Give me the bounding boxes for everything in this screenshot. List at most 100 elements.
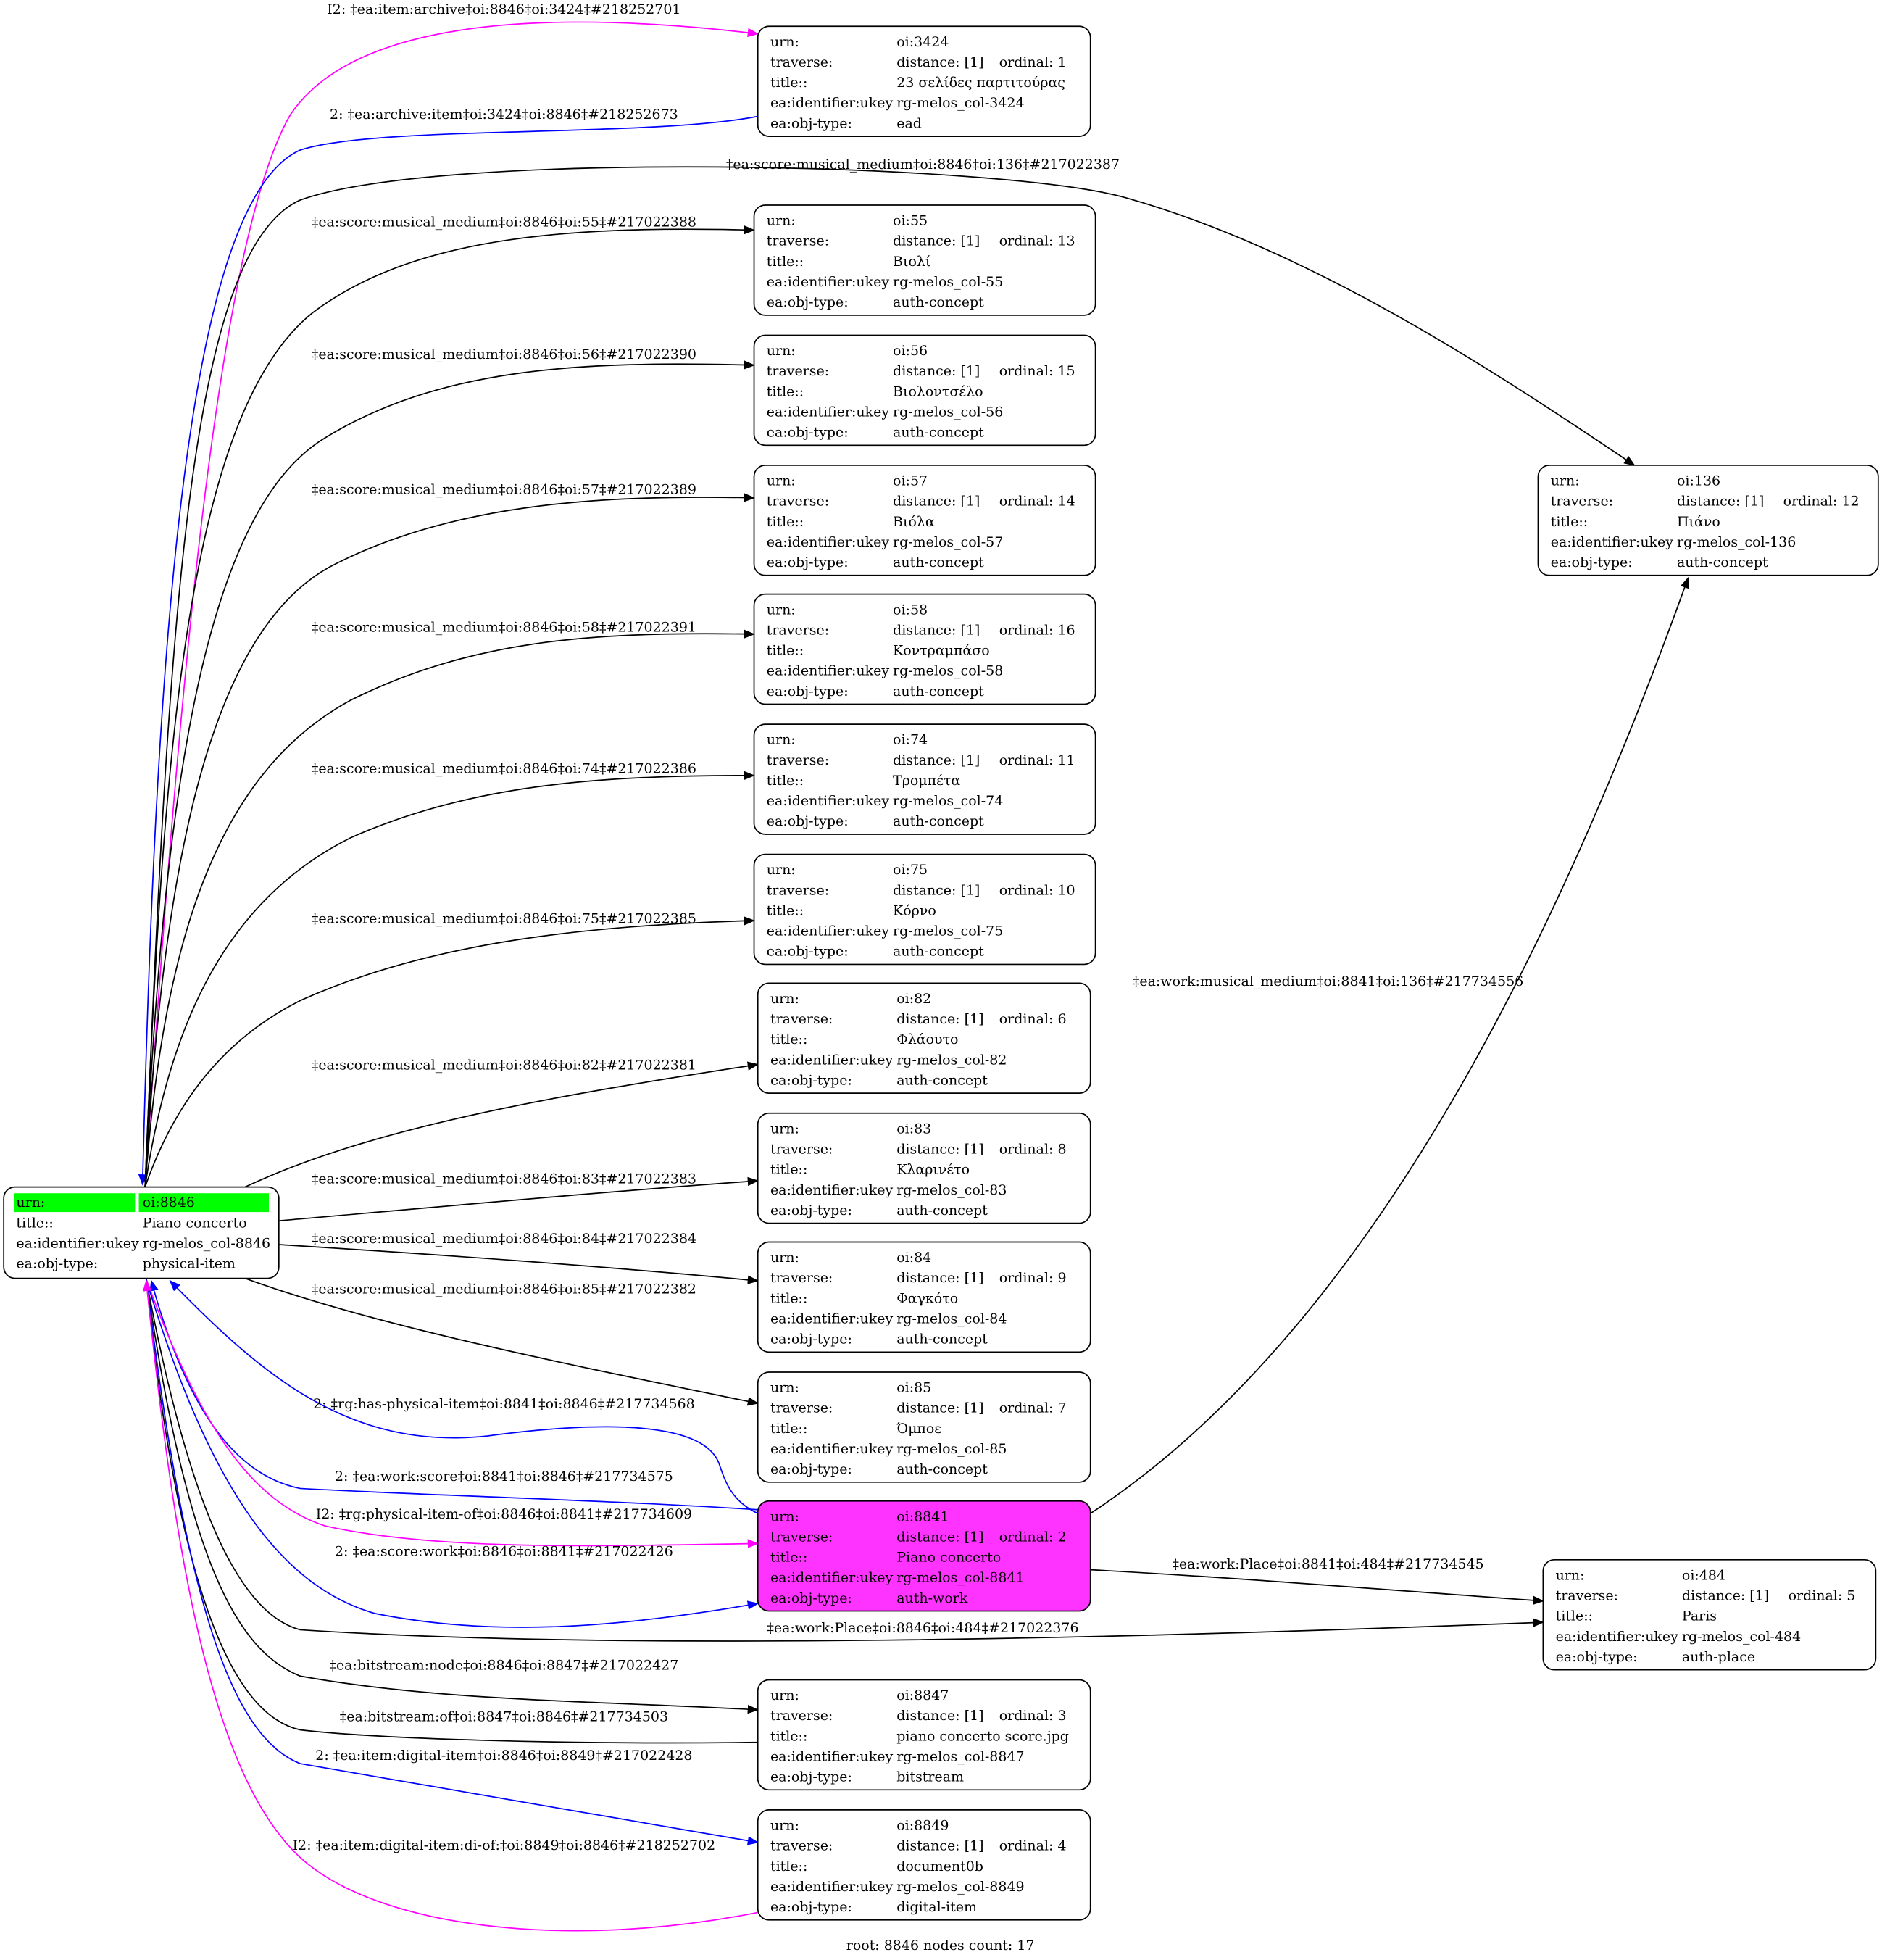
edge-line[interactable] — [138, 115, 758, 1186]
edge-line[interactable] — [144, 166, 1636, 1187]
field-value-distance: distance: [1] — [896, 1708, 983, 1724]
edge-line[interactable] — [146, 1279, 759, 1845]
edge-line[interactable] — [146, 1279, 759, 1628]
edge-line[interactable] — [144, 916, 756, 1187]
field-value-distance: distance: [1] — [896, 1529, 983, 1545]
edge-e-mm83[interactable]: ‡ea:score:musical_medium‡oi:8846‡oi:83‡#… — [278, 1171, 759, 1222]
node-box[interactable] — [757, 1679, 1091, 1791]
edge-e-mm85[interactable]: ‡ea:score:musical_medium‡oi:8846‡oi:85‡#… — [244, 1277, 759, 1406]
edge-e-mm56[interactable]: ‡ea:score:musical_medium‡oi:8846‡oi:56‡#… — [144, 346, 756, 1187]
node-box[interactable] — [757, 1371, 1091, 1483]
field-value-distance: distance: [1] — [893, 622, 980, 638]
edge-line[interactable] — [1090, 1569, 1544, 1605]
node-box[interactable] — [757, 1112, 1091, 1224]
edge-e-work-score[interactable]: 2: ‡ea:work:score‡oi:8841‡oi:8846‡#21773… — [149, 1279, 758, 1511]
edge-line[interactable] — [169, 1279, 759, 1514]
edge-line[interactable] — [278, 1244, 759, 1284]
edge-label: ‡ea:score:musical_medium‡oi:8846‡oi:75‡#… — [312, 910, 696, 926]
edge-e-mm136[interactable]: ‡ea:score:musical_medium‡oi:8846‡oi:136‡… — [144, 157, 1636, 1187]
edge-line[interactable] — [149, 1279, 758, 1511]
edge-e-has-phys[interactable]: 2: ‡rg:has-physical-item‡oi:8841‡oi:8846… — [169, 1279, 759, 1514]
edge-line[interactable] — [144, 21, 759, 1187]
edge-e-score-work[interactable]: 2: ‡ea:score:work‡oi:8846‡oi:8841‡#21702… — [146, 1279, 759, 1628]
field-value-urn: oi:82 — [896, 991, 931, 1007]
edge-line[interactable] — [244, 1061, 759, 1188]
edge-label: I2: ‡rg:physical-item-of‡oi:8846‡oi:8841… — [316, 1506, 692, 1522]
edge-e-place-8846[interactable]: ‡ea:work:Place‡oi:8846‡oi:484‡#217022376 — [146, 1279, 1544, 1642]
edge-e-mm58[interactable]: ‡ea:score:musical_medium‡oi:8846‡oi:58‡#… — [144, 619, 756, 1187]
node-box[interactable] — [757, 1809, 1091, 1921]
edge-line[interactable] — [144, 629, 756, 1187]
edge-e-digital-of[interactable]: I2: ‡ea:item:digital-item:di-of:‡oi:8849… — [143, 1279, 758, 1932]
edge-label: ‡ea:score:musical_medium‡oi:8846‡oi:58‡#… — [312, 619, 696, 635]
edge-e-mm74[interactable]: ‡ea:score:musical_medium‡oi:8846‡oi:74‡#… — [144, 760, 756, 1187]
node-box[interactable] — [757, 982, 1091, 1095]
edge-e-mm75[interactable]: ‡ea:score:musical_medium‡oi:8846‡oi:75‡#… — [144, 910, 756, 1187]
edge-e-mm57[interactable]: ‡ea:score:musical_medium‡oi:8846‡oi:57‡#… — [144, 482, 756, 1187]
field-label: title:: — [767, 773, 804, 789]
edge-line[interactable] — [1090, 576, 1689, 1514]
field-label: title:: — [770, 75, 807, 91]
edge-e-mm82[interactable]: ‡ea:score:musical_medium‡oi:8846‡oi:82‡#… — [244, 1057, 759, 1188]
edge-e-digital[interactable]: 2: ‡ea:item:digital-item‡oi:8846‡oi:8849… — [146, 1279, 759, 1845]
edge-e-bs-node[interactable]: ‡ea:bitstream:node‡oi:8846‡oi:8847‡#2170… — [146, 1279, 759, 1714]
field-value-title: Κοντραμπάσο — [893, 643, 990, 659]
edge-line[interactable] — [144, 360, 756, 1187]
edge-line[interactable] — [244, 1277, 759, 1406]
field-label: title:: — [1556, 1608, 1593, 1624]
node-box[interactable] — [1542, 1558, 1877, 1671]
edge-e-item-archive[interactable]: I2: ‡ea:item:archive‡oi:8846‡oi:3424‡#21… — [144, 1, 759, 1187]
edge-line[interactable] — [146, 1279, 1544, 1642]
field-label: ea:identifier:ukey — [767, 793, 890, 809]
edge-line[interactable] — [143, 1279, 758, 1932]
edge-line[interactable] — [144, 225, 756, 1187]
field-value-ukey: rg-melos_col-85 — [896, 1441, 1007, 1457]
node-box[interactable] — [757, 1500, 1091, 1612]
edge-e-mm55[interactable]: ‡ea:score:musical_medium‡oi:8846‡oi:55‡#… — [144, 214, 756, 1187]
edge-e-work-mm136[interactable]: ‡ea:work:musical_medium‡oi:8841‡oi:136‡#… — [1090, 576, 1689, 1514]
edge-line[interactable] — [146, 1279, 759, 1714]
edge-label: ‡ea:score:musical_medium‡oi:8846‡oi:57‡#… — [312, 482, 696, 498]
edge-e-phys-of[interactable]: I2: ‡rg:physical-item-of‡oi:8846‡oi:8841… — [146, 1279, 759, 1548]
node-box[interactable] — [753, 723, 1096, 835]
node-box[interactable] — [753, 204, 1096, 316]
edge-line[interactable] — [146, 1279, 759, 1548]
node-box[interactable] — [753, 593, 1096, 705]
edge-line[interactable] — [278, 1176, 759, 1222]
edge-line[interactable] — [143, 1279, 758, 1744]
field-value-distance: distance: [1] — [896, 1142, 983, 1158]
node-box[interactable] — [753, 465, 1096, 576]
edge-e-archive-item[interactable]: 2: ‡ea:archive:item‡oi:3424‡oi:8846‡#218… — [138, 107, 758, 1186]
field-label: ea:obj-type: — [767, 684, 849, 699]
edge-line[interactable] — [144, 771, 756, 1187]
edge-e-bs-of[interactable]: ‡ea:bitstream:of‡oi:8847‡oi:8846‡#217734… — [143, 1279, 758, 1744]
field-label: urn: — [770, 1250, 799, 1266]
edge-line[interactable] — [144, 493, 756, 1187]
edge-e-mm84[interactable]: ‡ea:score:musical_medium‡oi:8846‡oi:84‡#… — [278, 1231, 759, 1284]
node-box[interactable] — [753, 334, 1096, 447]
edge-e-work-place[interactable]: ‡ea:work:Place‡oi:8841‡oi:484‡#217734545 — [1090, 1556, 1544, 1605]
node-box[interactable] — [753, 853, 1096, 966]
node-box[interactable] — [757, 25, 1091, 137]
field-value-ukey: rg-melos_col-56 — [893, 404, 1003, 420]
field-value-title: Τρομπέτα — [893, 773, 960, 789]
node-box[interactable] — [757, 1241, 1091, 1353]
node-box[interactable] — [1537, 465, 1879, 576]
